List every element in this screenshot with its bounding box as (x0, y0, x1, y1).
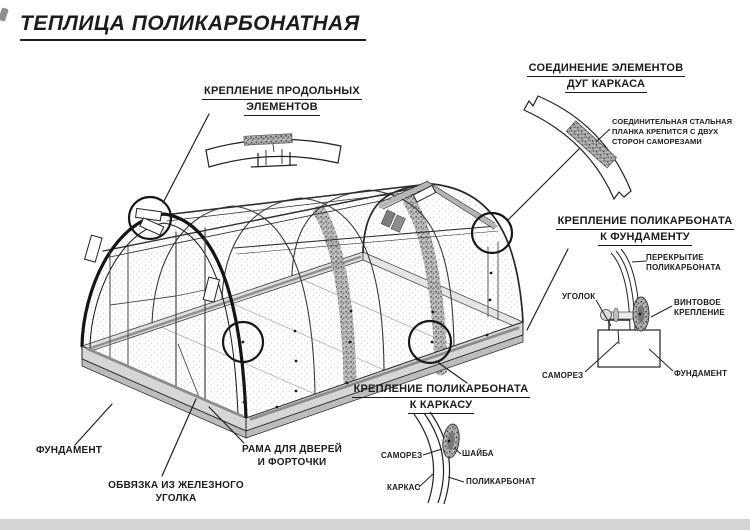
label-foundation: ФУНДАМЕНТ (36, 445, 103, 456)
frame-detail-leaders (418, 447, 465, 488)
label-door-frame-line2: И ФОРТОЧКИ (257, 457, 327, 468)
leader-lines (74, 113, 581, 477)
label-screw-foundation: САМОРЕЗ (542, 371, 584, 380)
note-line1: СОЕДИНИТЕЛЬНАЯ СТАЛЬНАЯ (612, 117, 733, 126)
callout-circle-front-fastening (221, 320, 265, 364)
label-door-frame: РАМА ДЛЯ ДВЕРЕЙ И ФОРТОЧКИ (236, 443, 348, 469)
detail-frame (413, 411, 465, 505)
heading-poly-foundation-line1: КРЕПЛЕНИЕ ПОЛИКАРБОНАТА (555, 214, 735, 230)
callout-circle-arc-joint (470, 211, 514, 255)
label-frame: КАРКАС (387, 483, 421, 492)
label-door-frame-line1: РАМА ДЛЯ ДВЕРЕЙ (242, 444, 342, 455)
callout-circle-longitudinal (127, 195, 173, 241)
corner-brackets (83, 184, 437, 303)
rear-top-beams (378, 180, 497, 230)
clamp-bracket (250, 149, 298, 168)
front-arch (80, 212, 248, 420)
connecting-plate (565, 120, 617, 169)
label-overlap: ПЕРЕКРЫТИЕ ПОЛИКАРБОНАТА (646, 253, 721, 273)
angle-bracket (608, 319, 630, 330)
label-angle: УГОЛОК (562, 292, 596, 301)
door-frame (109, 227, 208, 418)
polycarbonate-texture (82, 184, 523, 418)
label-strapping: ОБВЯЗКА ИЗ ЖЕЛЕЗНОГО УГОЛКА (101, 479, 251, 505)
note-leader (595, 128, 611, 143)
note-line2: ПЛАНКА КРЕПИТСЯ С ДВУХ (612, 127, 719, 136)
page-title: ТЕПЛИЦА ПОЛИКАРБОНАТНАЯ (20, 12, 366, 41)
label-polycarbonate: ПОЛИКАРБОНАТ (466, 477, 536, 486)
detail-foundation (584, 248, 674, 373)
label-screw-mount-line2: КРЕПЛЕНИЕ (674, 308, 725, 317)
heading-arc-joint: СОЕДИНЕНИЕ ЭЛЕМЕНТОВ ДУГ КАРКАСА (516, 61, 696, 93)
detail-arc-joint (523, 95, 632, 201)
purlins (102, 183, 499, 259)
label-strapping-line1: ОБВЯЗКА ИЗ ЖЕЛЕЗНОГО (108, 480, 244, 491)
label-overlap-line1: ПЕРЕКРЫТИЕ (646, 253, 704, 262)
heading-poly-to-foundation: КРЕПЛЕНИЕ ПОЛИКАРБОНАТА К ФУНДАМЕНТУ (553, 214, 737, 246)
base-frame (81, 321, 524, 439)
heading-poly-to-frame: КРЕПЛЕНИЕ ПОЛИКАРБОНАТА К КАРКАСУ (349, 382, 533, 414)
label-overlap-line2: ПОЛИКАРБОНАТА (646, 263, 722, 272)
polycarbonate-bands (313, 195, 448, 388)
heading-arc-joint-line1: СОЕДИНЕНИЕ ЭЛЕМЕНТОВ (526, 61, 686, 77)
steel-plate (243, 133, 293, 146)
detail-longitudinal (205, 133, 342, 168)
rear-end-studs (487, 241, 499, 321)
note-arc-joint: СОЕДИНИТЕЛЬНАЯ СТАЛЬНАЯ ПЛАНКА КРЕПИТСЯ … (612, 117, 732, 147)
heading-arc-joint-line2: ДУГ КАРКАСА (564, 77, 648, 93)
footer-strip (0, 519, 750, 530)
greenhouse-drawing (74, 113, 581, 477)
label-washer: ШАЙБА (462, 449, 494, 458)
label-strapping-line2: УГОЛКА (155, 493, 197, 504)
label-screw-mount: ВИНТОВОЕ КРЕПЛЕНИЕ (674, 298, 725, 318)
note-line3: СТОРОН САМОРЕЗАМИ (612, 137, 702, 146)
callout-circle-frame-fastening (407, 319, 453, 365)
heading-poly-frame-line2: К КАРКАСУ (407, 398, 475, 414)
heading-poly-foundation-line2: К ФУНДАМЕНТУ (598, 230, 692, 246)
label-screw-frame: САМОРЕЗ (381, 451, 423, 460)
foundation-block (597, 329, 661, 368)
foundation-detail-leaders (584, 260, 674, 373)
label-screw-mount-line1: ВИНТОВОЕ (674, 298, 721, 307)
callout-circles (127, 195, 514, 365)
rear-base-rails (81, 251, 524, 355)
heading-poly-frame-line1: КРЕПЛЕНИЕ ПОЛИКАРБОНАТА (351, 382, 531, 398)
heading-longitudinal-line1: КРЕПЛЕНИЕ ПРОДОЛЬНЫХ (202, 84, 362, 100)
heading-longitudinal-line2: ЭЛЕМЕНТОВ (244, 100, 320, 116)
label-foundation-detail: ФУНДАМЕНТ (674, 369, 728, 378)
heading-longitudinal-fastening: КРЕПЛЕНИЕ ПРОДОЛЬНЫХ ЭЛЕМЕНТОВ (192, 84, 372, 116)
